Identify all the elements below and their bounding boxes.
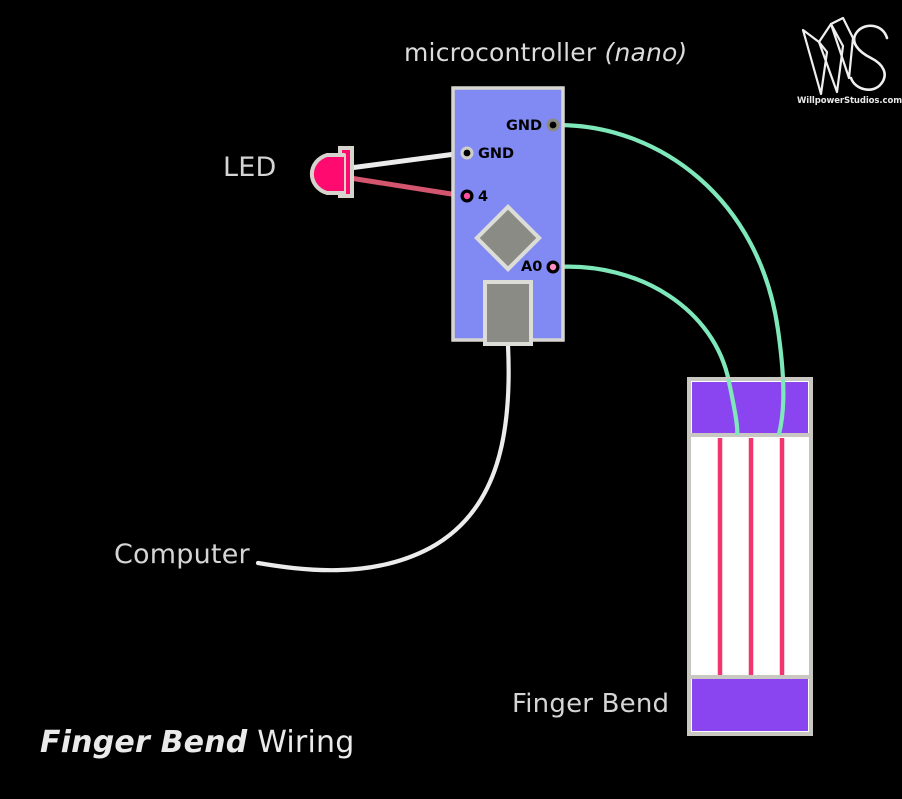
pin-gnd-left-core [463, 149, 471, 157]
wire-usb-computer [255, 342, 511, 573]
wire-a0-to-sensor [553, 264, 740, 441]
computer-label: Computer [114, 539, 250, 570]
pin-gnd-right[interactable] [546, 118, 560, 132]
pin-label-gnd-left: GND [478, 146, 515, 162]
sensor-bottom-footer [692, 679, 808, 731]
wire-gnd-to-sensor [553, 122, 786, 441]
led-bulb-fill [330, 157, 344, 191]
logo-w-stroke [801, 28, 829, 96]
pin-label-4: 4 [478, 189, 489, 205]
sensor-outline [687, 377, 813, 736]
logo-w-stroke [817, 22, 845, 94]
led-bulb [309, 153, 346, 195]
pin-label-gnd-right: GND [506, 118, 543, 134]
microcontroller-title-variant: (nano) [604, 38, 688, 67]
led-flange [338, 146, 354, 198]
pin-a0[interactable] [546, 260, 560, 274]
wire-led-signal [347, 175, 467, 199]
wire-led-gnd [347, 150, 466, 171]
pin-a0-core [549, 263, 557, 271]
wire-a0-to-sensor-overlay [726, 379, 740, 435]
pin-label-a0: A0 [521, 259, 543, 275]
pin-gnd-right-core [549, 121, 557, 129]
pin-4-core [463, 192, 471, 200]
footer-title-bold: Finger Bend [40, 725, 248, 760]
pin-gnd-left[interactable] [460, 146, 474, 160]
pin-4[interactable] [460, 189, 474, 203]
finger-bend-label: Finger Bend [512, 689, 670, 719]
brand-logo-caption: WillpowerStudios.com [797, 96, 902, 106]
brand-logo [797, 12, 893, 104]
ws-monogram-icon [801, 16, 889, 96]
sensor-top-header [692, 382, 808, 434]
footer-title-regular: Wiring [247, 725, 355, 760]
wire-gnd-to-sensor-overlay [776, 379, 786, 435]
microcontroller-title: microcontroller (nano) [404, 38, 688, 67]
logo-s-stroke [849, 24, 889, 91]
microcontroller-title-main: microcontroller [404, 38, 605, 67]
diagram-footer-title: Finger Bend Wiring [40, 725, 354, 760]
led-label: LED [223, 152, 277, 183]
usb-connector [483, 280, 533, 346]
